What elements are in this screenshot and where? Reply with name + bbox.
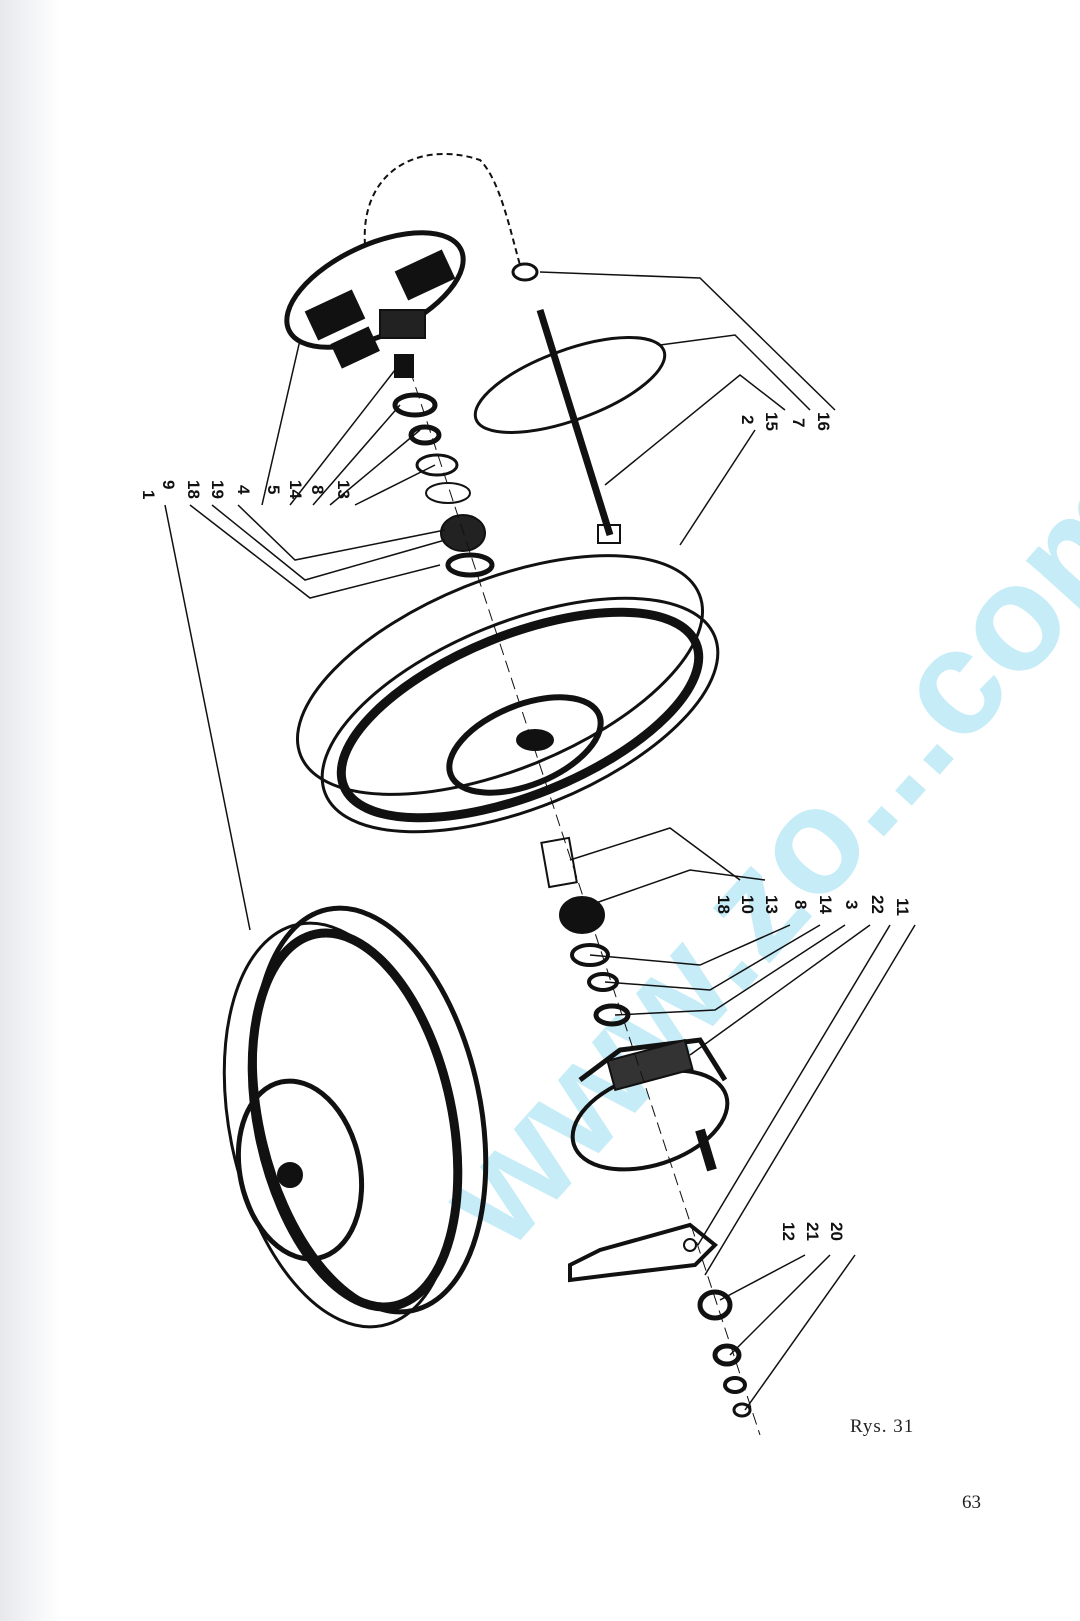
part-label: 12 (779, 1222, 798, 1241)
part-label: 16 (814, 412, 833, 431)
brake-plate (570, 1037, 730, 1172)
part-label: 18 (184, 480, 203, 499)
assembled-wheel (222, 905, 489, 1329)
part-label: 13 (334, 480, 353, 499)
part-labels-bottom-right: 12 21 20 (779, 1222, 846, 1241)
part-label: 7 (789, 418, 808, 427)
figure-caption: Rys. 31 (850, 1416, 915, 1437)
rim (296, 554, 720, 834)
part-label: 9 (159, 480, 178, 489)
part-label: 8 (308, 485, 327, 494)
part-label: 19 (208, 480, 227, 499)
part-labels-middle-right: 18 10 13 8 14 3 22 11 (714, 895, 912, 916)
part-label: 1 (139, 490, 158, 499)
leader-lines (164, 271, 916, 1411)
part-labels-top-left: 1 9 18 19 4 5 14 8 13 (139, 480, 353, 499)
part-label: 18 (714, 895, 733, 914)
part-label: 10 (738, 895, 757, 914)
scan-edge-shadow (0, 0, 60, 1621)
part-label: 11 (893, 898, 912, 916)
part-label: 5 (264, 485, 283, 494)
part-label: 8 (791, 900, 810, 909)
part-label: 2 (738, 415, 757, 424)
part-label: 20 (827, 1222, 846, 1241)
part-label: 3 (842, 900, 861, 909)
watermark: www.zo...com (405, 431, 1080, 1277)
part-label: 22 (868, 895, 887, 914)
part-label: 13 (762, 895, 781, 914)
part-label: 14 (816, 895, 835, 914)
diagram-drawing (164, 152, 916, 1436)
part-labels-top-right: 2 15 7 16 (738, 412, 833, 431)
part-label: 4 (234, 485, 253, 495)
part-label: 15 (762, 412, 781, 431)
page-number: 63 (962, 1492, 981, 1513)
part-label: 14 (286, 480, 305, 499)
part-label: 21 (803, 1222, 822, 1241)
sprocket-carrier (284, 230, 466, 369)
